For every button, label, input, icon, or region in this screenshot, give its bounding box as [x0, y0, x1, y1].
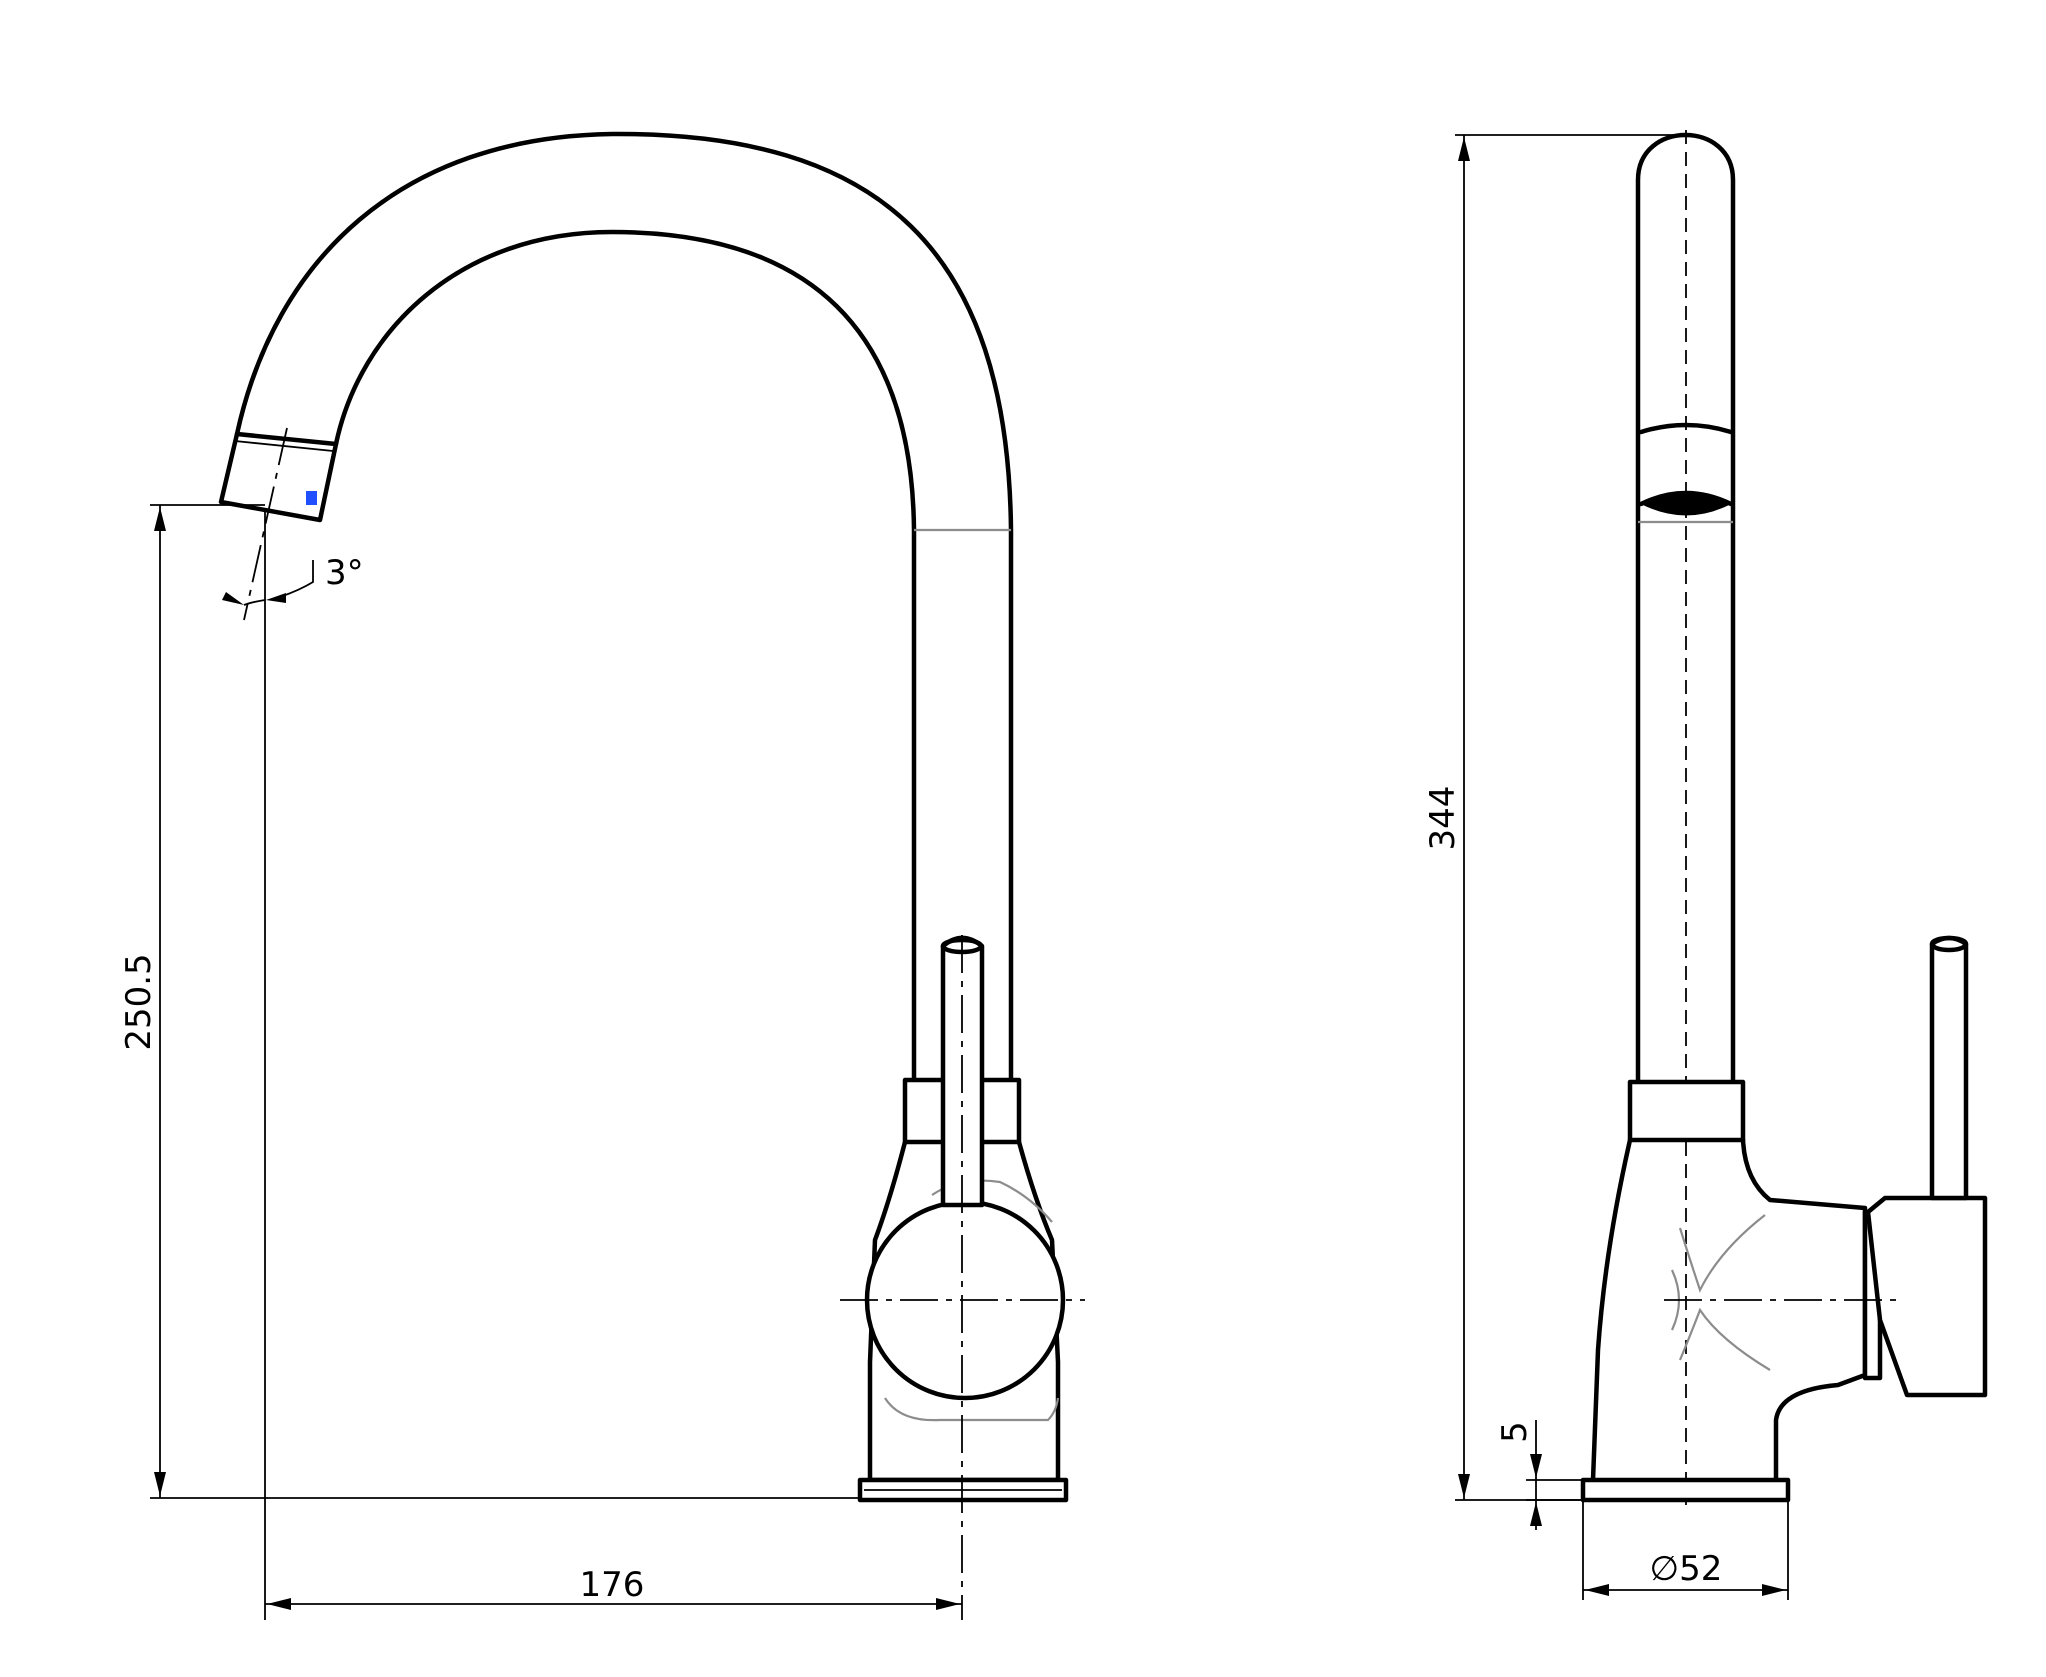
aerator-band: [1638, 422, 1734, 516]
lever-stem-side: [1929, 935, 1969, 1201]
spout-outer-outline: [234, 131, 1014, 1083]
plate-thickness-label: 5: [1495, 1421, 1535, 1443]
reach-label: 176: [580, 1565, 645, 1605]
front-view: 3° 250.5 176: [119, 131, 1085, 1620]
spout-height-label: 250.5: [119, 953, 159, 1050]
angle-dimension-label: 3°: [325, 553, 364, 593]
marker-dot: [306, 491, 317, 505]
aerator: [218, 431, 339, 523]
side-view: 344 5 ∅52: [1423, 130, 1988, 1600]
body-side-outline: [1590, 1137, 1868, 1483]
aerator-ring: [234, 440, 334, 452]
overall-height-label: 344: [1423, 786, 1463, 851]
base-diameter-dimension: ∅52: [1582, 1500, 1789, 1600]
lever-arm-side: [1865, 1195, 1988, 1398]
reach-dimension: 176: [265, 1565, 962, 1610]
aerator-axis: [243, 427, 288, 621]
angle-dimension: 3°: [222, 510, 364, 1620]
riser-tube: [1635, 132, 1736, 1085]
collar-side: [1627, 1079, 1746, 1143]
base-diameter-label: ∅52: [1650, 1549, 1723, 1589]
plate-thickness-dimension: 5: [1495, 1420, 1583, 1530]
lever-stem-top: [1929, 935, 1969, 953]
spout-height-dimension: 250.5: [119, 504, 860, 1499]
spout-inner-outline: [333, 229, 917, 1083]
base-plate-side: [1580, 1477, 1791, 1503]
overall-height-dimension: 344: [1423, 134, 1686, 1501]
